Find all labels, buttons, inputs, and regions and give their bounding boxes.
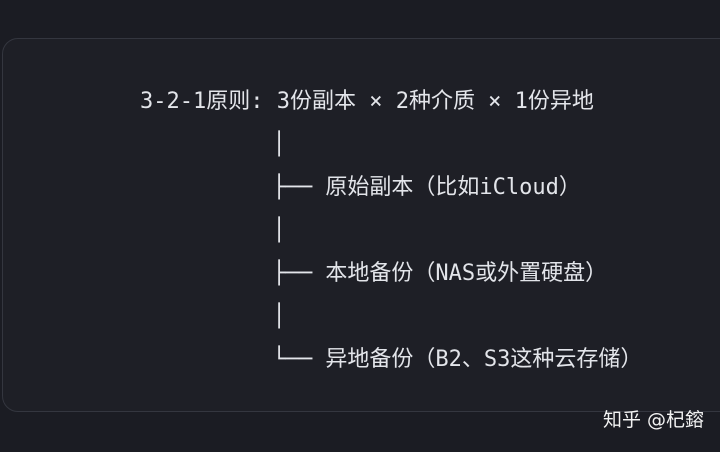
tree-item-local-backup: ├── 本地备份（NAS或外置硬盘） xyxy=(140,261,608,286)
tree-connector-line: │ xyxy=(140,132,286,157)
tree-item-original-copy: ├── 原始副本（比如iCloud） xyxy=(140,175,581,200)
tree-connector-line: │ xyxy=(140,218,286,243)
code-text: 3-2-1原则: 3份副本 × 2种介质 × 1份异地 │ ├── 原始副本（比… xyxy=(140,80,642,381)
zhihu-watermark: 知乎 @杞鎔 xyxy=(602,409,704,431)
tree-item-offsite-backup: └── 异地备份（B2、S3这种云存储） xyxy=(140,347,643,372)
tree-connector-line: │ xyxy=(140,304,286,329)
code-line-title: 3-2-1原则: 3份副本 × 2种介质 × 1份异地 xyxy=(140,89,594,114)
code-block xyxy=(2,38,720,412)
